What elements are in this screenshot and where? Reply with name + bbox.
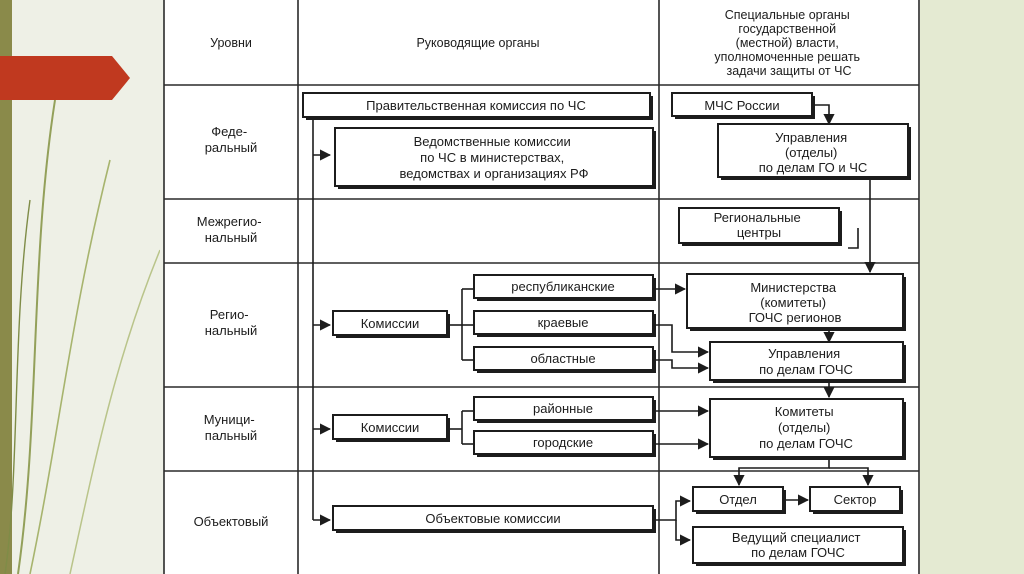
svg-text:Управления по делам ГОЧС: Управления по делам ГОЧС	[759, 346, 853, 377]
svg-text:Объектовые комиссии: Объектовые комиссии	[425, 511, 560, 526]
svg-text:городские: городские	[533, 435, 593, 450]
svg-text:Региональные центры: Региональные центры	[714, 210, 805, 240]
box-municipal-commissions: Комиссии	[332, 414, 450, 442]
box-sector: Сектор	[809, 486, 903, 514]
box-republican: республиканские	[473, 274, 656, 301]
svg-text:Управления (отделы): Управления (отделы) по делам ГО и ЧС	[759, 130, 868, 175]
slide-decoration	[0, 0, 160, 574]
box-regional-ministries: Министерства (комитеты) ГОЧС регионов	[686, 273, 906, 331]
box-regional-centers: Региональные центры	[678, 207, 842, 246]
svg-text:Сектор: Сектор	[834, 492, 877, 507]
box-oblast: областные	[473, 346, 656, 373]
left-stripe	[0, 0, 12, 574]
svg-text:краевые: краевые	[538, 315, 589, 330]
svg-text:республиканские: республиканские	[511, 279, 614, 294]
table-grid	[163, 0, 920, 574]
connectors	[312, 104, 876, 546]
decorative-swoosh	[17, 99, 56, 574]
level-interregional: Межрегио- нальный	[197, 214, 265, 245]
box-regional-commissions: Комиссии	[332, 310, 450, 338]
svg-text:Комиссии: Комиссии	[361, 316, 420, 331]
level-federal: Феде- ральный	[205, 124, 258, 155]
decorative-swoosh	[4, 199, 31, 574]
level-municipal: Муници- пальный	[204, 412, 259, 443]
box-municipal-committees: Комитеты (отделы) по делам ГОЧС	[709, 398, 906, 460]
box-mchs: МЧС России	[671, 92, 815, 119]
right-panel	[920, 0, 1024, 574]
svg-text:областные: областные	[530, 351, 595, 366]
svg-text:Отдел: Отдел	[719, 492, 757, 507]
level-regional: Регио- нальный	[205, 307, 258, 338]
svg-text:Правительственная комиссия по: Правительственная комиссия по ЧС	[366, 98, 586, 113]
box-krai: краевые	[473, 310, 656, 337]
box-department: Отдел	[692, 486, 786, 514]
svg-text:МЧС России: МЧС России	[704, 98, 779, 113]
svg-text:Ведомственные комиссии п: Ведомственные комиссии по ЧС в министерс…	[400, 134, 589, 181]
box-regional-departments: Управления по делам ГОЧС	[709, 341, 906, 383]
svg-text:районные: районные	[533, 401, 593, 416]
box-lead-specialist: Ведущий специалист по делам ГОЧС	[692, 526, 906, 566]
svg-text:Комитеты (отделы): Комитеты (отделы) по делам ГОЧС	[759, 404, 853, 451]
svg-text:Комиссии: Комиссии	[361, 420, 420, 435]
svg-text:Министерства (комитеты): Министерства (комитеты) ГОЧС регионов	[749, 280, 842, 325]
level-object: Объектовый	[194, 514, 269, 529]
accent-arrow-icon	[0, 56, 130, 100]
header-special-bodies: Специальные органы государственной (мест…	[714, 8, 863, 78]
svg-text:Ведущий специалист по де: Ведущий специалист по делам ГОЧС	[732, 530, 864, 560]
box-gov-commission: Правительственная комиссия по ЧС	[302, 92, 653, 120]
box-district: районные	[473, 396, 656, 423]
box-dept-commissions: Ведомственные комиссии по ЧС в министерс…	[334, 127, 656, 189]
header-governing-bodies: Руководящие органы	[416, 36, 539, 50]
box-object-commissions: Объектовые комиссии	[332, 505, 656, 533]
decorative-swoosh	[29, 159, 111, 574]
box-federal-departments: Управления (отделы) по делам ГО и ЧС	[717, 123, 911, 180]
decorative-swoosh	[69, 249, 160, 574]
box-city: городские	[473, 430, 656, 457]
header-levels: Уровни	[210, 36, 252, 50]
